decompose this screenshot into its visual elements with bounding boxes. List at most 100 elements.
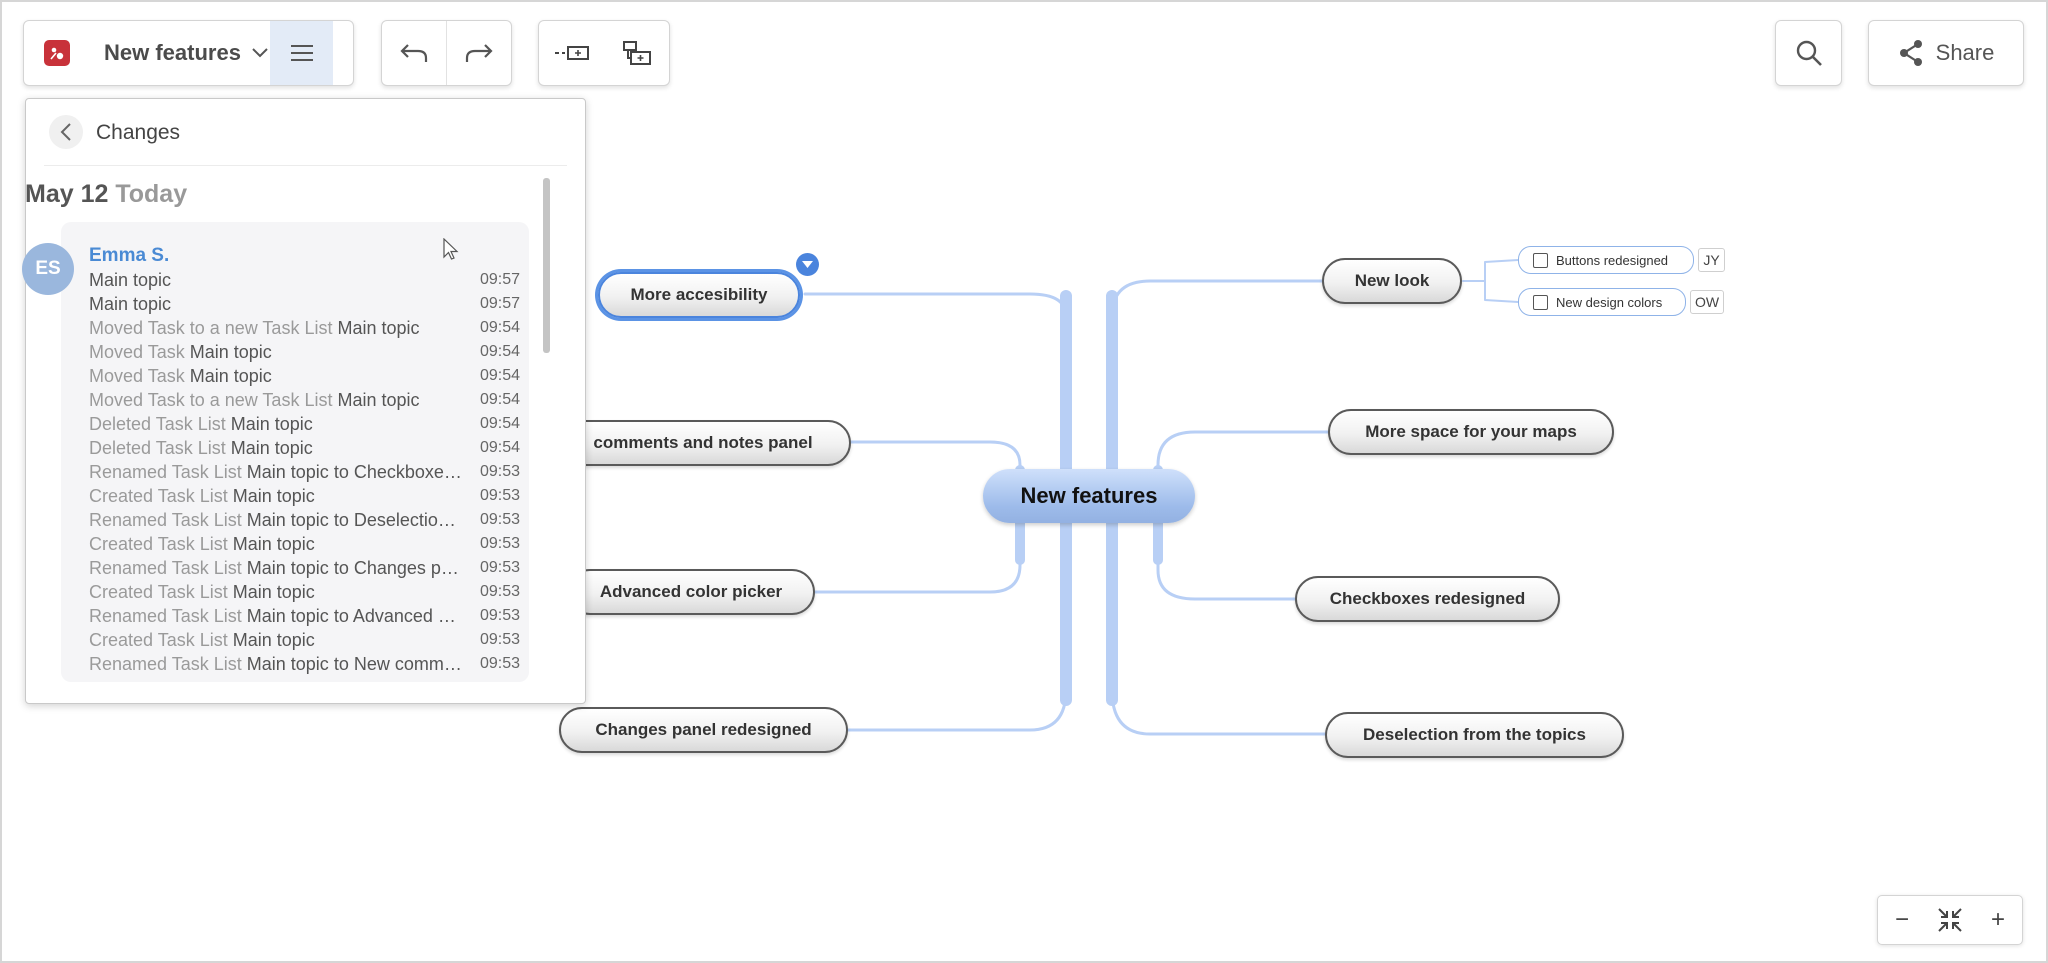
change-topic: Main topic [232, 581, 315, 602]
panel-back-button[interactable] [49, 115, 83, 149]
change-action: Renamed Task List [89, 605, 242, 626]
change-entry-text: Created Task List Main topic [89, 486, 478, 507]
avatar: ES [22, 243, 74, 295]
insert-subtopic-button[interactable] [604, 21, 669, 85]
share-icon [1899, 40, 1922, 66]
topic-comments-notes-panel[interactable]: comments and notes panel [555, 420, 851, 466]
change-action: Moved Task [89, 341, 185, 362]
task-label: New design colors [1556, 294, 1663, 310]
change-topic: Main topic [337, 317, 420, 338]
task-assignee-badge[interactable]: OW [1690, 290, 1724, 314]
change-time: 09:53 [479, 463, 520, 480]
change-topic: Main topic [232, 485, 315, 506]
task-checkbox[interactable] [1533, 294, 1548, 310]
change-entry[interactable]: Moved Task Main topic 09:54 [89, 364, 520, 388]
change-entry-text: Renamed Task List Main topic to Changes … [89, 558, 478, 579]
topic-changes-panel-redesigned[interactable]: Changes panel redesigned [559, 707, 848, 753]
change-entry[interactable]: Main topic 09:57 [89, 292, 520, 316]
change-time: 09:53 [479, 511, 520, 528]
panel-divider [44, 165, 567, 166]
panel-scrollbar-thumb[interactable] [543, 178, 550, 353]
change-entry[interactable]: Moved Task to a new Task List Main topic… [89, 316, 520, 340]
share-button[interactable]: Share [1868, 20, 2024, 86]
topic-more-accesibility[interactable]: More accesibility [598, 272, 800, 318]
change-entry[interactable]: Created Task List Main topic 09:53 [89, 580, 520, 604]
change-entry[interactable]: Main topic 09:57 [89, 268, 520, 292]
hamburger-menu-icon [290, 45, 313, 61]
change-entry[interactable]: Renamed Task List Main topic to Changes … [89, 556, 520, 580]
change-entry-text: Moved Task Main topic [89, 342, 478, 363]
change-action: Renamed Task List [89, 653, 242, 674]
fit-to-screen-button[interactable] [1926, 896, 1974, 944]
change-time: 09:54 [479, 343, 520, 360]
change-topic: Main topic [246, 461, 329, 482]
change-entry[interactable]: Moved Task to a new Task List Main topic… [89, 388, 520, 412]
insert-topic-button[interactable] [539, 21, 604, 85]
change-entry[interactable]: Renamed Task List Main topic to New comm… [89, 652, 520, 676]
mouse-cursor-icon [443, 238, 459, 260]
branch-to-color-picker [813, 538, 1022, 594]
topic-deselection[interactable]: Deselection from the topics [1325, 712, 1624, 758]
zoom-out-button[interactable]: − [1894, 906, 1909, 933]
change-entry-text: Created Task List Main topic [89, 630, 478, 651]
history-toolbar [381, 20, 512, 86]
document-title-dropdown[interactable]: New features [90, 21, 270, 85]
change-entry[interactable]: Created Task List Main topic 09:53 [89, 484, 520, 508]
topic-advanced-color-picker[interactable]: Advanced color picker [567, 569, 815, 615]
change-entry[interactable]: Created Task List Main topic 09:53 [89, 628, 520, 652]
change-entry-text: Main topic [89, 270, 478, 291]
change-action: Deleted Task List [89, 437, 226, 458]
change-action: Moved Task to a new Task List [89, 317, 333, 338]
task-new-design-colors[interactable]: New design colors [1518, 288, 1686, 316]
undo-button[interactable] [382, 21, 446, 85]
app-menu-button[interactable] [24, 21, 90, 85]
task-checkbox[interactable] [1533, 252, 1548, 268]
document-title: New features [104, 40, 241, 65]
toolbar-divider [446, 21, 447, 85]
change-time: 09:53 [479, 655, 520, 672]
change-topic: Main topic [230, 413, 313, 434]
branch-to-new-look [1110, 279, 1324, 318]
branch-to-checkboxes [1156, 538, 1297, 601]
change-detail: to Advanced … [333, 605, 456, 626]
change-time: 09:53 [479, 559, 520, 576]
branch-to-more-space [1156, 430, 1330, 482]
topic-menu-handle[interactable] [796, 253, 819, 276]
change-entry[interactable]: Deleted Task List Main topic 09:54 [89, 412, 520, 436]
change-entry[interactable]: Moved Task Main topic 09:54 [89, 340, 520, 364]
change-entry-text: Deleted Task List Main topic [89, 414, 478, 435]
topic-checkboxes-redesigned[interactable]: Checkboxes redesigned [1295, 576, 1560, 622]
topic-new-look[interactable]: New look [1322, 258, 1462, 304]
insert-subtopic-icon [622, 41, 651, 65]
change-action: Renamed Task List [89, 461, 242, 482]
panel-title: Changes [96, 121, 181, 144]
redo-button[interactable] [447, 21, 511, 85]
hamburger-menu-button[interactable] [270, 21, 333, 85]
change-action: Created Task List [89, 581, 228, 602]
change-entry[interactable]: Renamed Task List Main topic to Checkbox… [89, 460, 520, 484]
change-topic: Main topic [89, 293, 172, 314]
topic-more-space[interactable]: More space for your maps [1328, 409, 1614, 455]
chevron-left-icon [60, 123, 71, 141]
zoom-in-button[interactable]: + [1990, 906, 2005, 933]
change-topic: Main topic [246, 653, 329, 674]
change-action: Created Task List [89, 533, 228, 554]
change-entry[interactable]: Renamed Task List Main topic to Deselect… [89, 508, 520, 532]
change-entry[interactable]: Renamed Task List Main topic to Advanced… [89, 604, 520, 628]
date-label: May 12 [25, 180, 109, 208]
redo-icon [465, 44, 493, 62]
search-button[interactable] [1775, 20, 1842, 86]
change-entry-text: Moved Task Main topic [89, 366, 478, 387]
task-assignee-badge[interactable]: JY [1698, 248, 1725, 272]
change-entry[interactable]: Created Task List Main topic 09:53 [89, 532, 520, 556]
change-entry-text: Moved Task to a new Task List Main topic [89, 390, 478, 411]
change-entry-text: Main topic [89, 294, 478, 315]
change-topic: Main topic [246, 509, 329, 530]
date-relative-label: Today [115, 180, 188, 208]
change-time: 09:53 [479, 487, 520, 504]
task-buttons-redesigned[interactable]: Buttons redesigned [1518, 246, 1694, 274]
change-entry[interactable]: Deleted Task List Main topic 09:54 [89, 436, 520, 460]
central-topic[interactable]: New features [983, 469, 1195, 523]
